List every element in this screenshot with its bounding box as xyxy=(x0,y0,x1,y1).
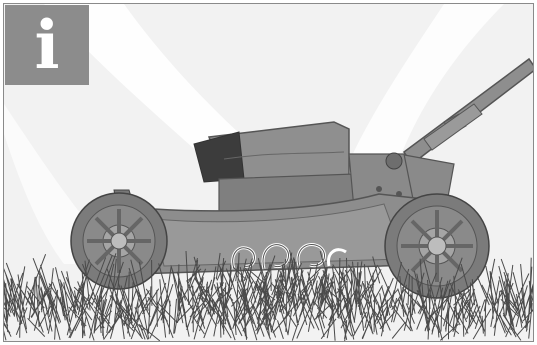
info-icon: i xyxy=(5,5,89,85)
grass-catcher xyxy=(194,122,354,214)
instruction-panel: i xyxy=(3,3,534,342)
